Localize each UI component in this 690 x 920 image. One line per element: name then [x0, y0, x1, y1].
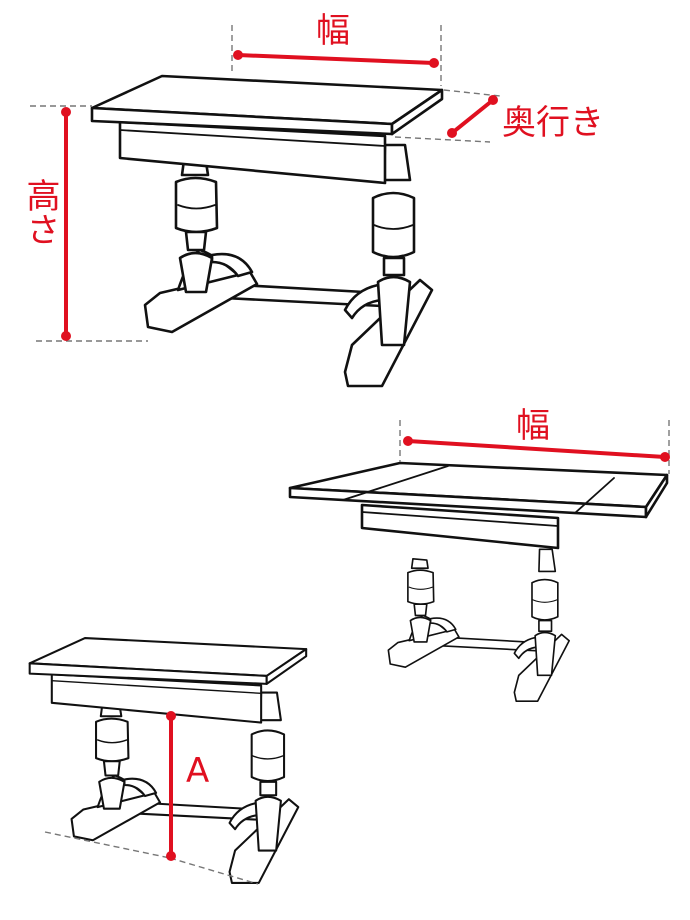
extended-width-label: 幅	[516, 406, 550, 446]
table-fixed-drawing	[90, 74, 444, 388]
clearance-label: A	[186, 751, 209, 791]
height-dimension	[30, 105, 148, 342]
clearance-dimension	[44, 711, 259, 885]
table-clearance-drawing	[28, 637, 308, 884]
depth-dimension	[394, 89, 501, 143]
svg-text:高さ: 高さ	[20, 178, 60, 246]
depth-label: 奥行き	[502, 103, 604, 143]
width-dimension	[231, 25, 442, 86]
width-label: 幅	[316, 11, 350, 51]
height-label: 高さ	[20, 178, 60, 246]
extended-width-dimension	[399, 420, 670, 474]
table-extended-drawing	[288, 461, 669, 702]
